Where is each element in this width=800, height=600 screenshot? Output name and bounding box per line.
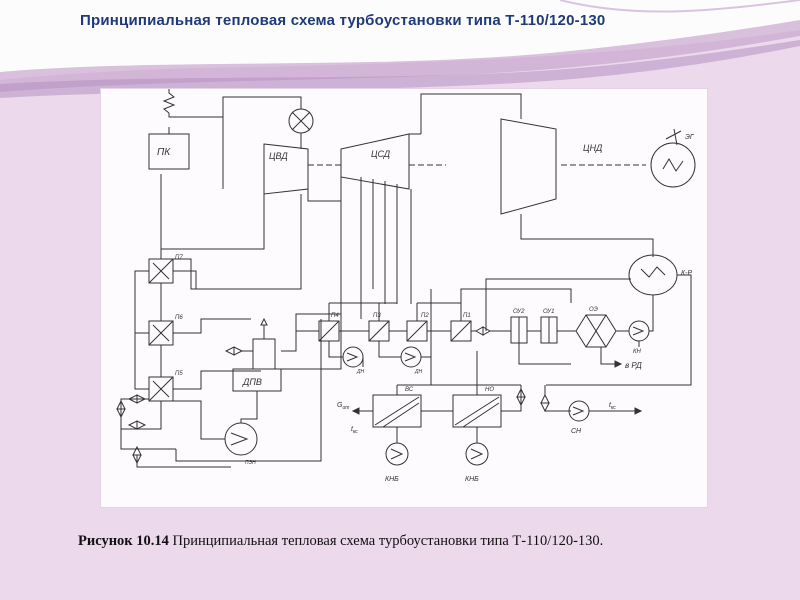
generator-icon: [650, 142, 696, 188]
slide-title: Принципиальная тепловая схема турбоустан…: [80, 12, 606, 29]
label-p6: П6: [175, 315, 183, 321]
label-sn: СН: [571, 428, 582, 435]
valve-icon-5: [224, 346, 244, 356]
label-t-ks-right: tкс: [609, 402, 616, 411]
condenser-icon: [628, 254, 678, 296]
label-p4: П4: [331, 313, 339, 319]
label-knb-2: КНБ: [465, 476, 479, 483]
feed-pump-pen: [224, 422, 258, 456]
knb-pump-1: [385, 442, 409, 466]
scheme-drawing: ПК ЦВД ЦСД ЦНД ЭГ К-Р П7 П6 П5 ДПВ ПЭН П…: [116, 89, 696, 483]
deaerator-column: [252, 338, 276, 370]
label-knb-1: КНБ: [385, 476, 399, 483]
label-cvd: ЦВД: [269, 151, 288, 161]
label-pk: ПК: [157, 147, 171, 158]
label-g-ot: Gот: [337, 402, 349, 411]
csd-turbine: [340, 133, 410, 190]
label-p2: П2: [421, 313, 429, 319]
valve-icon-7: [516, 387, 526, 407]
label-pn: ПЭН: [245, 460, 256, 466]
valve-icon-1: [116, 399, 126, 419]
condensate-pump-kn: [628, 320, 650, 342]
valve-icon-8: [540, 393, 550, 413]
label-vs: ВС: [405, 387, 414, 393]
label-cnd: ЦНД: [583, 143, 603, 153]
valve-icon-6: [474, 326, 492, 336]
drain-pump-dn-2: [400, 346, 422, 368]
network-pump-sn: [568, 400, 590, 422]
label-p5: П5: [175, 371, 183, 377]
thermal-scheme-diagram: ПК ЦВД ЦСД ЦНД ЭГ К-Р П7 П6 П5 ДПВ ПЭН П…: [100, 88, 708, 508]
label-eg: ЭГ: [685, 134, 695, 141]
valve-icon-2: [127, 394, 147, 404]
label-no: НО: [485, 387, 494, 393]
drain-pump-dn-1: [342, 346, 364, 368]
label-dn-1: ДН: [356, 369, 365, 375]
steam-line-to-valve: [168, 113, 224, 189]
label-p1: П1: [463, 313, 471, 319]
label-p7: П7: [175, 255, 183, 261]
steam-line-zigzag: [162, 89, 176, 114]
figure-caption: Рисунок 10.14 Принципиальная тепловая сх…: [78, 533, 778, 550]
label-dn-2: ДН: [414, 369, 423, 375]
label-oe: ОЭ: [589, 307, 598, 313]
knb-pump-2: [465, 442, 489, 466]
label-dpv: ДПВ: [242, 377, 262, 387]
label-ou2: ОУ2: [513, 309, 525, 315]
label-kr: К-Р: [681, 270, 692, 277]
figure-caption-text: Принципиальная тепловая схема турбоустан…: [172, 533, 604, 549]
figure-ref: Рисунок 10.14: [78, 533, 169, 549]
cnd-turbine: [500, 118, 557, 215]
valve-icon-3: [127, 420, 147, 430]
label-kn: КН: [633, 349, 642, 355]
label-ou1: ОУ1: [543, 309, 554, 315]
label-v-rd: в РД: [625, 361, 642, 370]
label-t-ks-left: tкс: [351, 426, 358, 435]
label-p3: П3: [373, 313, 381, 319]
label-csd: ЦСД: [371, 149, 391, 159]
